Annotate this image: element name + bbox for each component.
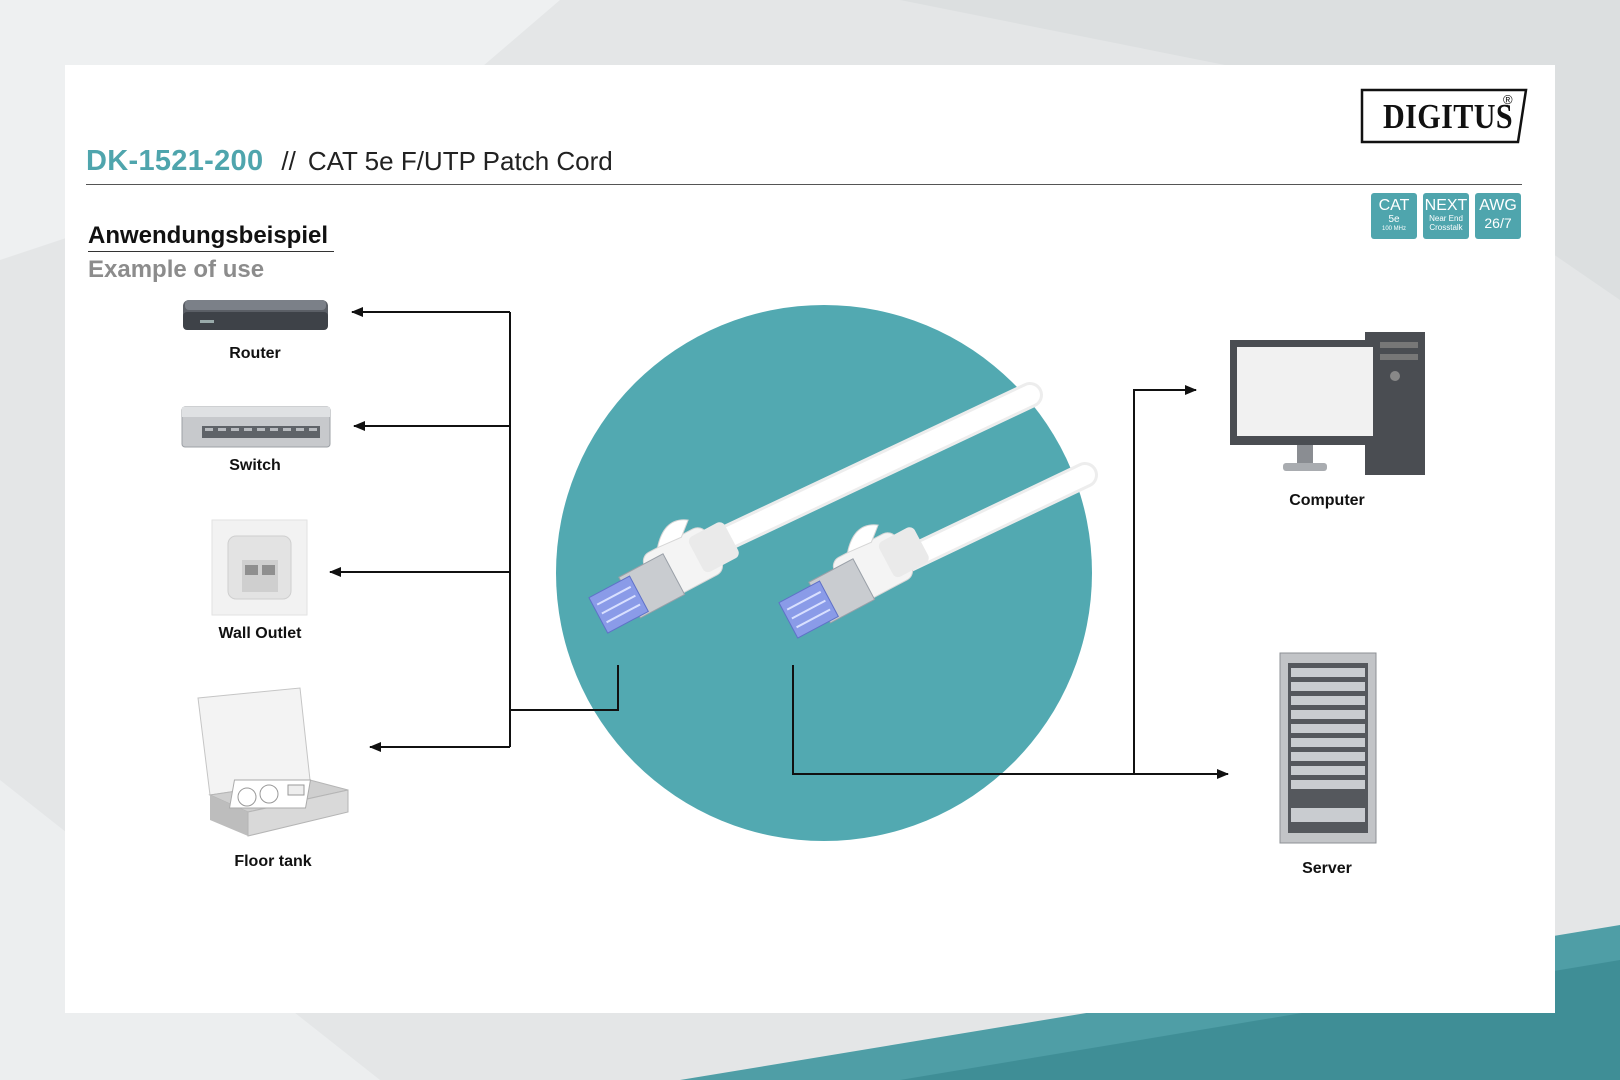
right-connection-lines	[792, 385, 1229, 779]
computer-icon	[1230, 332, 1425, 475]
cat5e-badge: CAT 5e 100 MHz	[1371, 193, 1417, 239]
left-connection-lines	[329, 307, 619, 752]
logo-text: DIGITUS	[1382, 97, 1514, 136]
router-label: Router	[229, 345, 281, 362]
switch-label: Switch	[229, 457, 281, 474]
server-label: Server	[1302, 860, 1352, 877]
section-title-de: Anwendungsbeispiel	[88, 222, 329, 249]
section-title-underline	[88, 251, 334, 252]
router-icon	[183, 300, 328, 330]
floor-tank-label: Floor tank	[234, 853, 312, 870]
section-title-en: Example of use	[88, 256, 265, 283]
title-divider	[86, 184, 1522, 185]
product-code: DK-1521-200	[86, 145, 264, 177]
switch-icon	[181, 406, 331, 448]
page-title: DK-1521-200 // CAT 5e F/UTP Patch Cord	[86, 145, 613, 178]
wall-outlet-icon	[211, 519, 308, 616]
product-name: CAT 5e F/UTP Patch Cord	[307, 146, 613, 176]
next-badge: NEXT Near End Crosstalk	[1423, 193, 1469, 239]
title-separator: //	[281, 146, 296, 176]
patch-cable-connectors-icon	[588, 382, 1098, 639]
wall-outlet-label: Wall Outlet	[218, 625, 302, 642]
digitus-logo	[1360, 88, 1528, 144]
server-icon	[1279, 652, 1377, 844]
computer-label: Computer	[1289, 492, 1365, 509]
awg-badge: AWG 26/7	[1475, 193, 1521, 239]
floor-tank-icon	[197, 687, 349, 837]
registered-mark: ®	[1503, 92, 1513, 107]
